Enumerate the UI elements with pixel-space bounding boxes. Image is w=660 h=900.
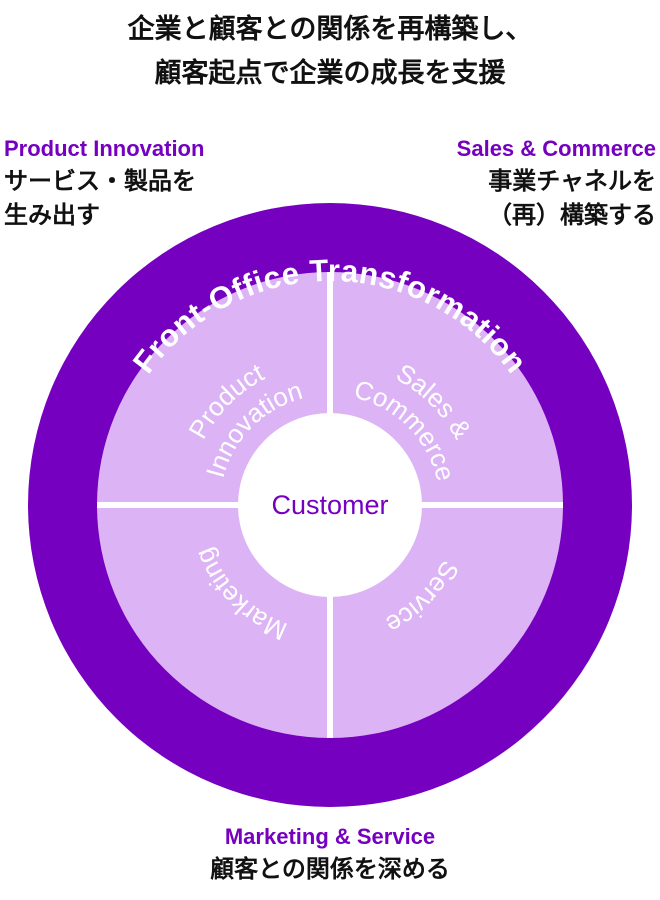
title-line-1: 企業と顧客との関係を再構築し、 bbox=[127, 14, 533, 45]
product-innovation-callout: Product Innovation サービス・製品を 生み出す bbox=[4, 134, 204, 232]
sales-commerce-desc-1: 事業チャネルを bbox=[488, 167, 656, 195]
customer-label: Customer bbox=[271, 490, 388, 520]
marketing-service-desc: 顧客との関係を深める bbox=[210, 855, 450, 883]
sales-commerce-callout: Sales & Commerce 事業チャネルを （再）構築する bbox=[457, 134, 656, 232]
product-innovation-desc-1: サービス・製品を bbox=[4, 167, 196, 195]
sales-commerce-heading: Sales & Commerce bbox=[456, 136, 656, 161]
product-innovation-desc-2: 生み出す bbox=[4, 201, 100, 229]
product-innovation-heading: Product Innovation bbox=[4, 136, 205, 161]
title-line-2: 顧客起点で企業の成長を支援 bbox=[154, 58, 506, 89]
marketing-service-callout: Marketing & Service 顧客との関係を深める bbox=[0, 822, 660, 886]
sales-commerce-desc-2: （再）構築する bbox=[488, 201, 656, 229]
marketing-service-heading: Marketing & Service bbox=[224, 824, 436, 849]
customer-center bbox=[238, 413, 422, 597]
page-title: 企業と顧客との関係を再構築し、 顧客起点で企業の成長を支援 bbox=[0, 8, 660, 96]
